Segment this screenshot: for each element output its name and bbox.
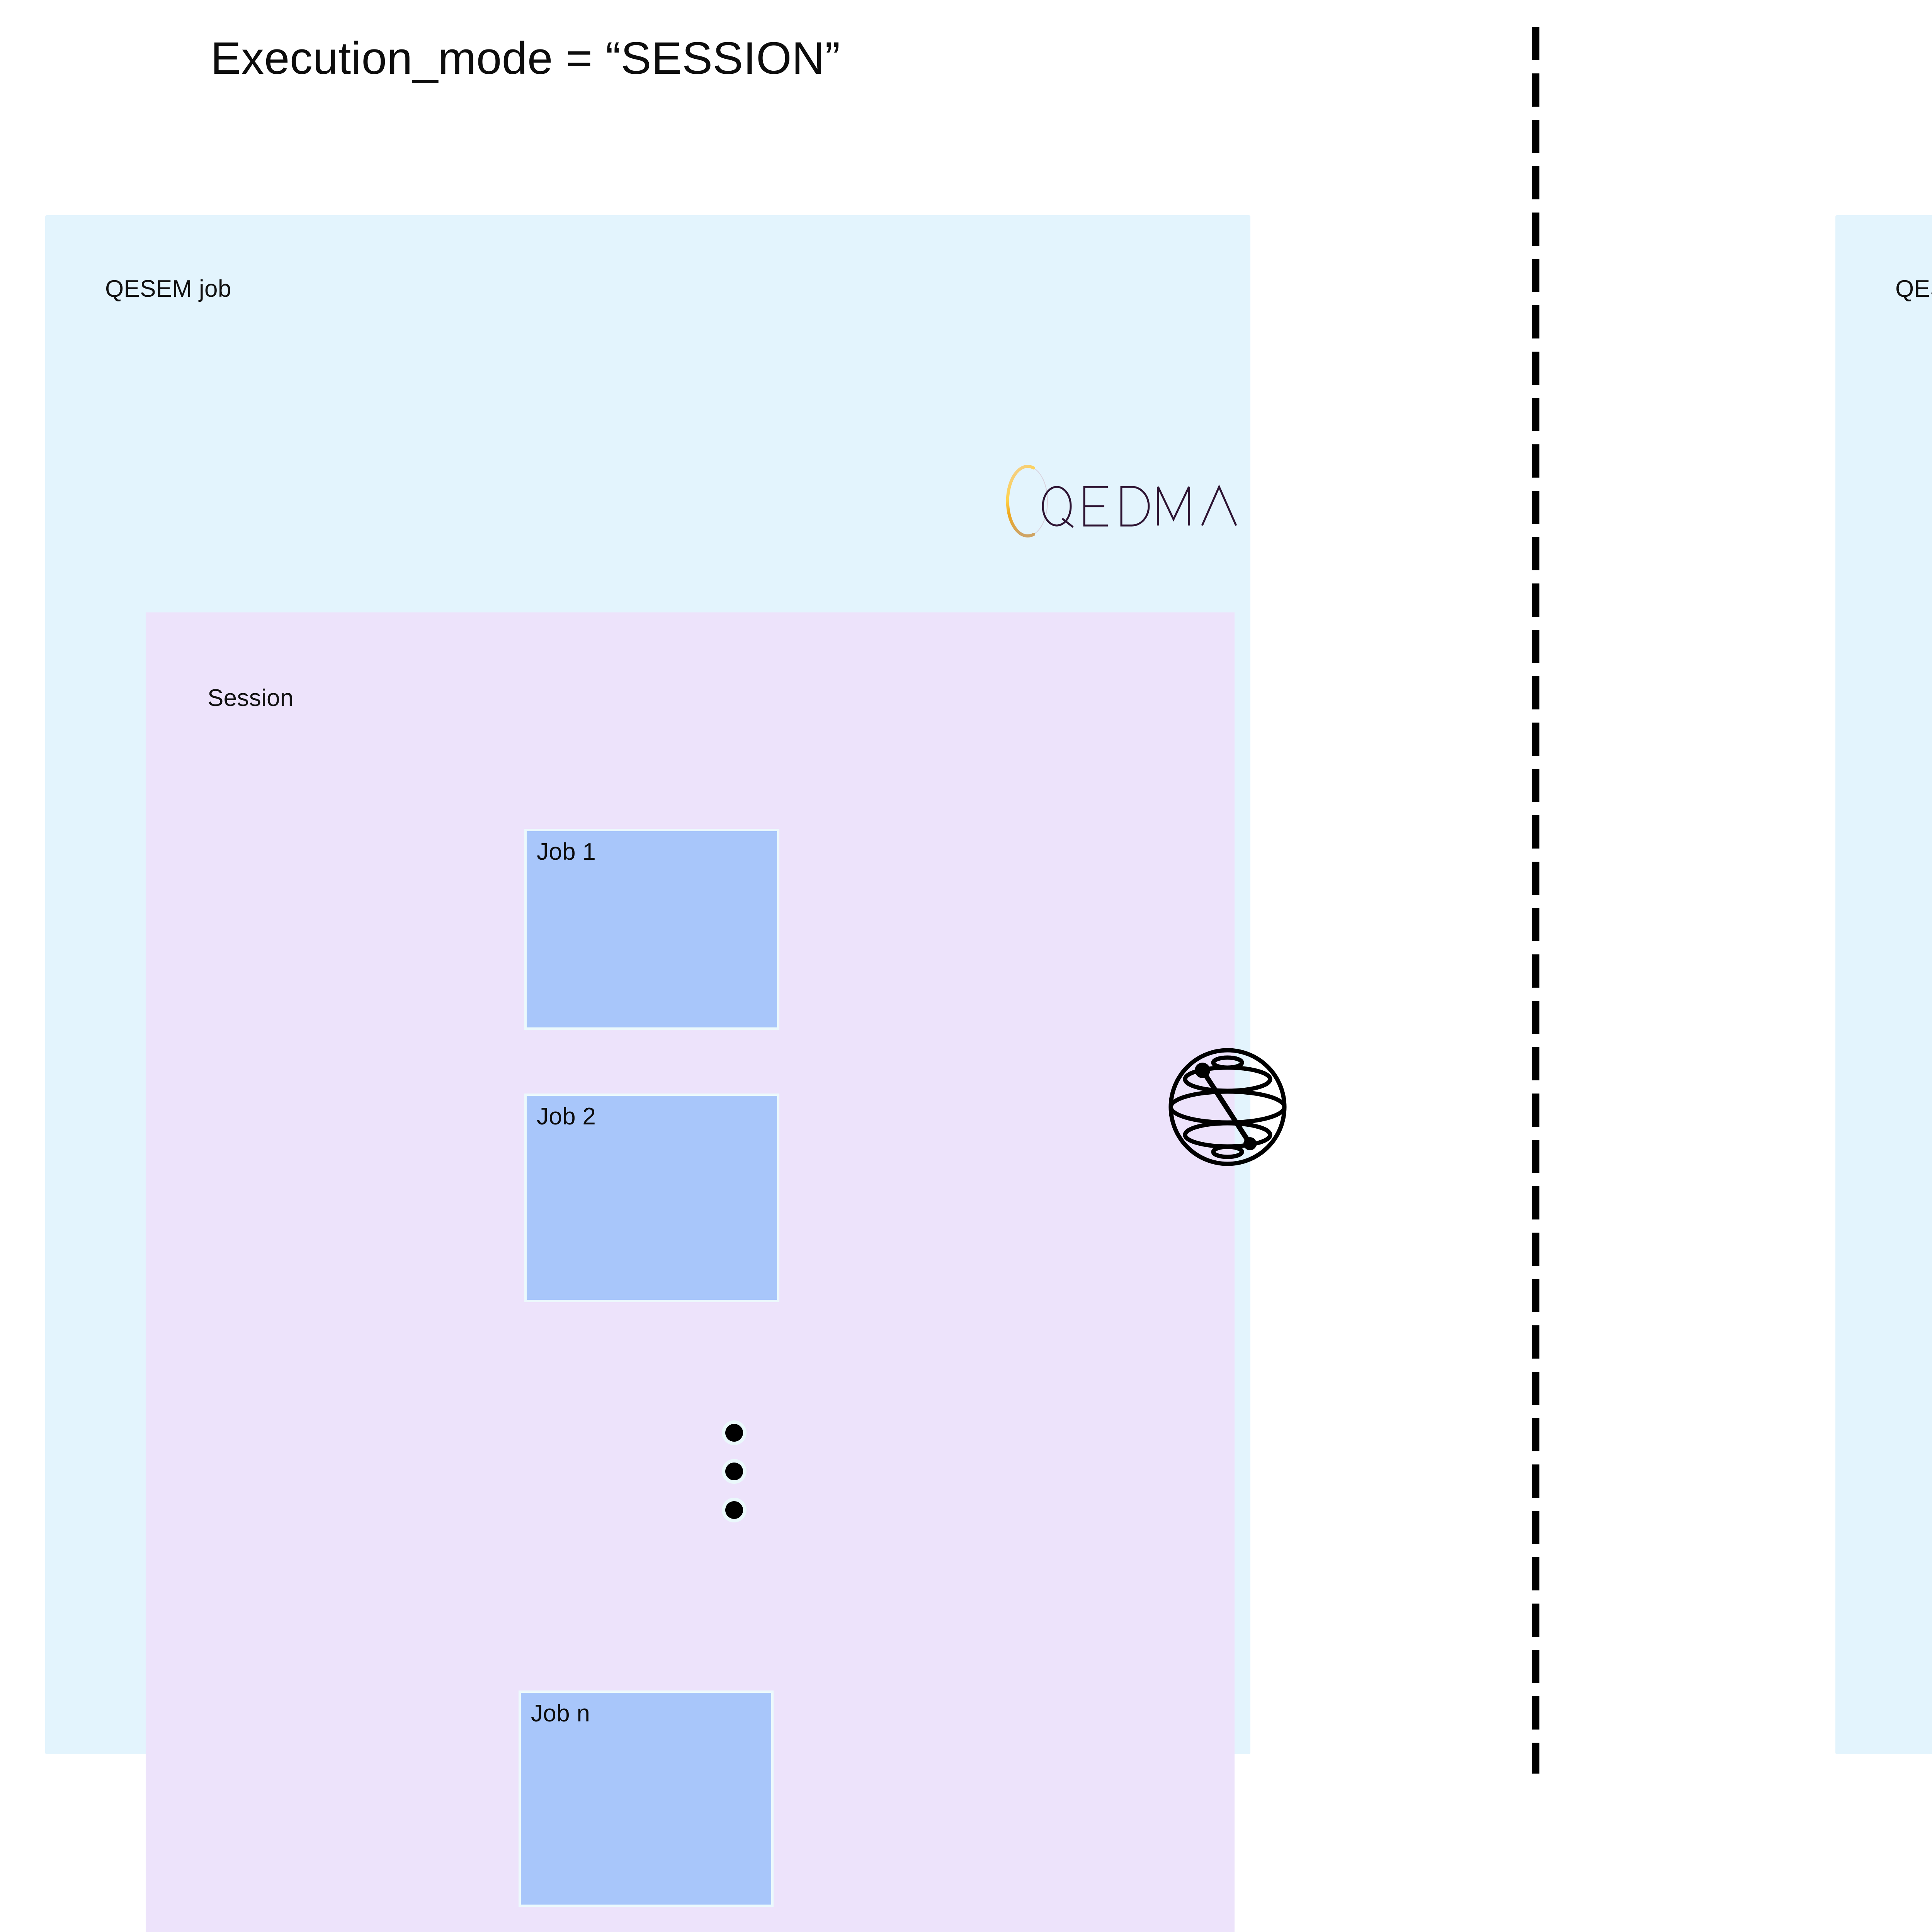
job-label: Job n: [531, 1700, 590, 1727]
qesem-job-label-right: QESEM job: [1895, 276, 1932, 302]
job-label: Job 1: [537, 838, 596, 865]
session-group-panel: Session: [146, 612, 1287, 1932]
session-jobs-ellipsis: [725, 1424, 743, 1519]
ellipsis-dot: [725, 1463, 743, 1480]
qesem-job-panel-session: QESEM job: [45, 215, 1287, 1932]
qesem-job-label-left: QESEM job: [105, 276, 231, 302]
vertical-dashed-divider: [1532, 27, 1539, 1774]
job-box[interactable]: Job 1: [524, 829, 779, 1030]
session-label: Session: [207, 685, 294, 711]
left-title: Execution_mode = “SESSION”: [211, 33, 840, 84]
job-box[interactable]: Job n: [519, 1690, 774, 1907]
job-box[interactable]: Job 2: [524, 1094, 779, 1302]
qedma-logo-icon: [1003, 464, 1243, 538]
diagram-canvas: Execution_mode = “SESSION” Execution_mod…: [45, 27, 1932, 1932]
quantum-sphere-icon: [1166, 1045, 1289, 1169]
ellipsis-dot: [725, 1424, 743, 1442]
ellipsis-dot: [725, 1501, 743, 1519]
qesem-job-panel-batch: QESEM job: [1835, 215, 1932, 1754]
job-label: Job 2: [537, 1103, 596, 1130]
